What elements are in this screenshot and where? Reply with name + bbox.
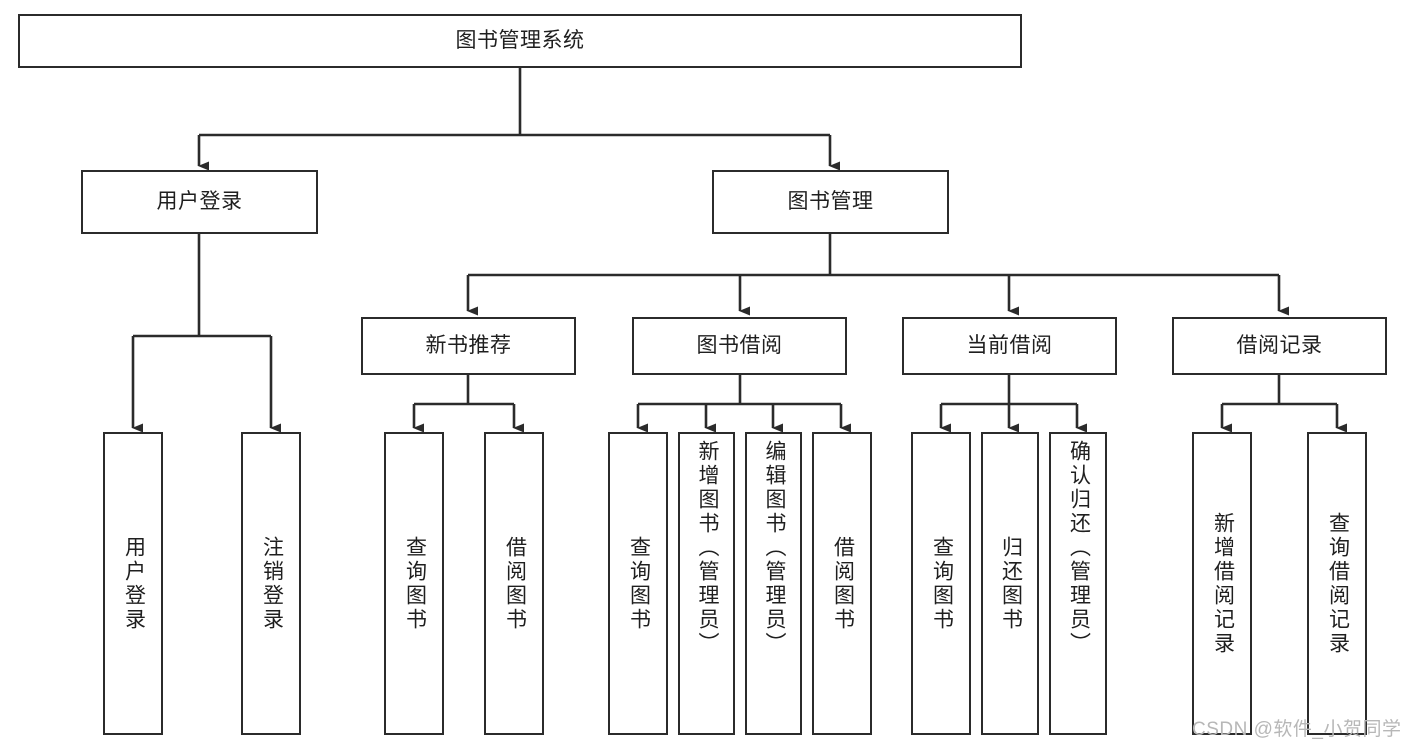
node-user-login[interactable]: 用户登录 — [81, 170, 318, 234]
node-leaf-label: 新增图书（管理员） — [695, 440, 719, 656]
node-root-book-management-system[interactable]: 图书管理系统 — [18, 14, 1022, 68]
node-leaf-borrow-query-book[interactable]: 查询图书 — [608, 432, 668, 735]
node-leaf-user-login-login[interactable]: 用户登录 — [103, 432, 163, 735]
node-current-borrow-label: 当前借阅 — [966, 333, 1053, 357]
node-leaf-current-return-book[interactable]: 归还图书 — [981, 432, 1039, 735]
edge-group-user-login — [131, 234, 281, 433]
node-leaf-label: 借阅图书 — [831, 535, 855, 632]
edge-group-borrow-record — [1220, 375, 1347, 433]
node-book-borrow[interactable]: 图书借阅 — [632, 317, 847, 375]
node-book-borrow-label: 图书借阅 — [696, 333, 783, 357]
node-leaf-new-book-query[interactable]: 查询图书 — [384, 432, 444, 735]
node-current-borrow[interactable]: 当前借阅 — [902, 317, 1117, 375]
node-leaf-borrow-add-book-admin[interactable]: 新增图书（管理员） — [678, 432, 735, 735]
edge-group-current-borrow — [939, 375, 1087, 433]
node-leaf-current-query-book[interactable]: 查询图书 — [911, 432, 971, 735]
node-leaf-new-book-borrow[interactable]: 借阅图书 — [484, 432, 544, 735]
edge-group-root — [197, 68, 840, 171]
node-root-label: 图书管理系统 — [455, 28, 585, 52]
node-leaf-borrow-edit-book-admin[interactable]: 编辑图书（管理员） — [745, 432, 802, 735]
node-leaf-label: 查询图书 — [930, 535, 954, 632]
edge-group-new-book — [412, 375, 524, 433]
node-leaf-label: 查询图书 — [403, 535, 427, 632]
node-leaf-label: 归还图书 — [999, 535, 1023, 632]
node-borrow-record[interactable]: 借阅记录 — [1172, 317, 1387, 375]
node-leaf-label: 新增借阅记录 — [1211, 511, 1235, 656]
node-new-book-recommend-label: 新书推荐 — [425, 333, 512, 357]
node-leaf-label: 确认归还（管理员） — [1067, 440, 1091, 656]
edge-group-book-borrow — [636, 375, 851, 433]
node-book-management[interactable]: 图书管理 — [712, 170, 949, 234]
node-leaf-record-add-record[interactable]: 新增借阅记录 — [1192, 432, 1252, 735]
node-leaf-label: 查询借阅记录 — [1326, 511, 1350, 656]
node-leaf-label: 借阅图书 — [503, 535, 527, 632]
node-leaf-label: 注销登录 — [260, 535, 284, 632]
edge-group-book-mgmt — [466, 234, 1289, 316]
node-leaf-record-query-record[interactable]: 查询借阅记录 — [1307, 432, 1367, 735]
node-leaf-user-login-logout[interactable]: 注销登录 — [241, 432, 301, 735]
node-leaf-label: 查询图书 — [627, 535, 651, 632]
node-leaf-current-confirm-return-admin[interactable]: 确认归还（管理员） — [1049, 432, 1107, 735]
node-leaf-label: 用户登录 — [122, 535, 146, 632]
node-leaf-label: 编辑图书（管理员） — [762, 440, 786, 656]
node-new-book-recommend[interactable]: 新书推荐 — [361, 317, 576, 375]
node-leaf-borrow-borrow-book[interactable]: 借阅图书 — [812, 432, 872, 735]
csdn-watermark: CSDN @软件_小贺同学 — [1192, 719, 1402, 740]
node-book-management-label: 图书管理 — [787, 189, 874, 213]
node-user-login-label: 用户登录 — [156, 189, 243, 213]
node-borrow-record-label: 借阅记录 — [1236, 333, 1323, 357]
